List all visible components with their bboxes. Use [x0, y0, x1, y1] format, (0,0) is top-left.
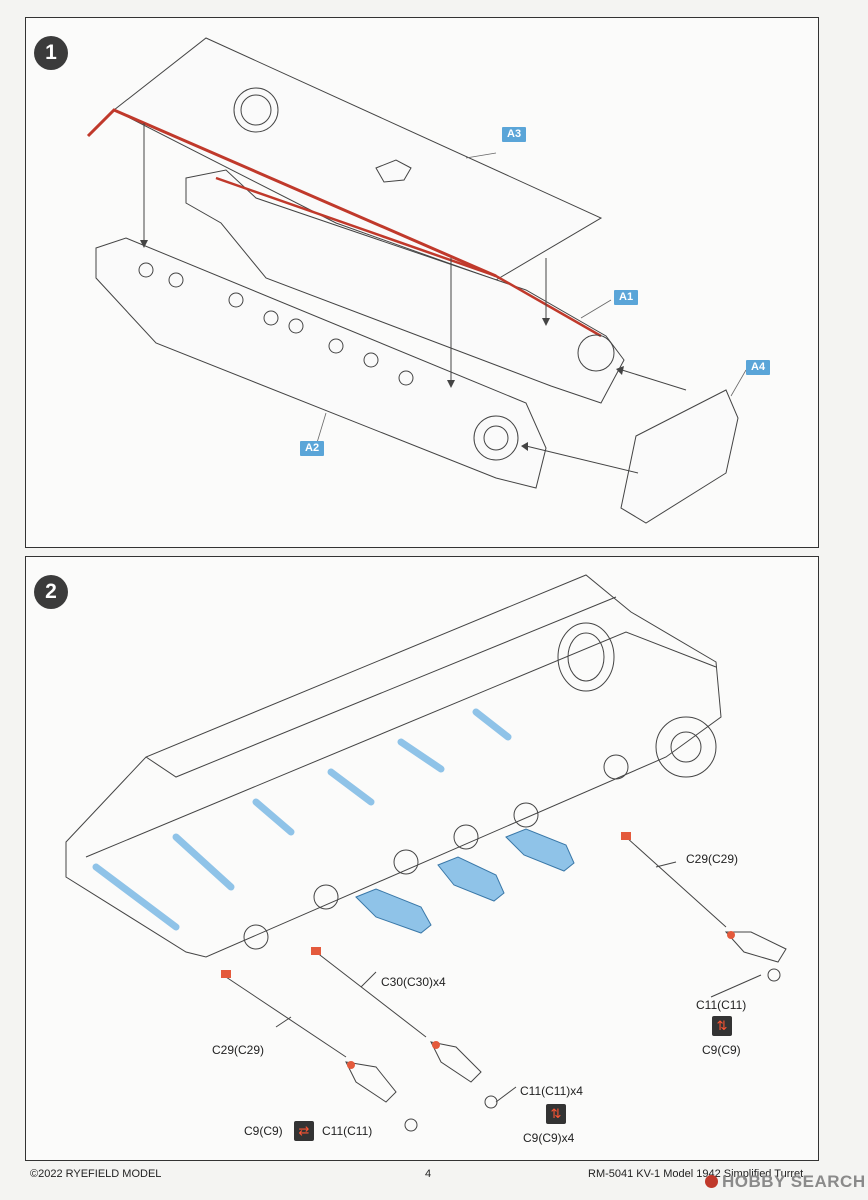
suspension-arm	[355, 888, 432, 934]
hobby-search-watermark: HOBBY SEARCH	[705, 1172, 866, 1192]
part-a3-top-plate	[113, 37, 603, 281]
final-drive	[655, 716, 717, 778]
label-c29-right: C29(C29)	[686, 852, 739, 866]
label-c9-left: C9(C9)	[244, 1124, 283, 1138]
hull-outline	[65, 574, 722, 958]
step-number-badge: 1	[34, 36, 68, 70]
label-c30: C30(C30)x4	[381, 975, 446, 989]
swap-horizontal-icon: ⇄	[294, 1121, 314, 1141]
step-1-panel: 1	[25, 17, 819, 548]
label-c11-left: C11(C11)	[322, 1124, 373, 1138]
a3-vent	[375, 159, 412, 183]
swap-vertical-icon: ⇅	[546, 1104, 566, 1124]
a2-final-drive	[473, 415, 519, 461]
label-c29-left: C29(C29)	[212, 1043, 265, 1057]
logo-icon	[705, 1175, 718, 1188]
part-a3-red-edge	[86, 108, 497, 278]
part-a4-rear-plate	[620, 389, 739, 524]
label-c9-right: C9(C9)	[702, 1043, 741, 1057]
torsion-bar	[92, 863, 180, 931]
hull-rear-opening	[557, 622, 615, 692]
part-tag-a2: A2	[300, 441, 325, 456]
label-c11-mid: C11(C11)x4	[520, 1084, 583, 1098]
step-1-diagram	[86, 37, 747, 524]
footer-product: RM-5041 KV-1 Model 1942 Simplified Turre…	[588, 1168, 804, 1180]
part-a1-right-wall	[185, 169, 625, 404]
part-a2-left-wall	[95, 237, 547, 489]
page-number: 4	[425, 1168, 432, 1180]
a3-hatch-ring	[233, 87, 279, 133]
part-tag-a3: A3	[502, 127, 527, 142]
footer-copyright: ©2022 RYEFIELD MODEL	[30, 1168, 162, 1180]
part-tag-a4: A4	[746, 360, 771, 375]
label-c11-right: C11(C11)	[696, 998, 747, 1012]
step-2-diagram	[65, 574, 787, 1132]
watermark-text: HOBBY SEARCH	[722, 1172, 866, 1191]
step-2-panel: 2	[25, 556, 819, 1161]
part-tag-a1: A1	[614, 290, 639, 305]
part-a1-red-edge	[215, 176, 602, 338]
label-c9-mid: C9(C9)x4	[523, 1131, 575, 1145]
swap-vertical-icon: ⇅	[712, 1016, 732, 1036]
step-number-badge: 2	[34, 575, 68, 609]
